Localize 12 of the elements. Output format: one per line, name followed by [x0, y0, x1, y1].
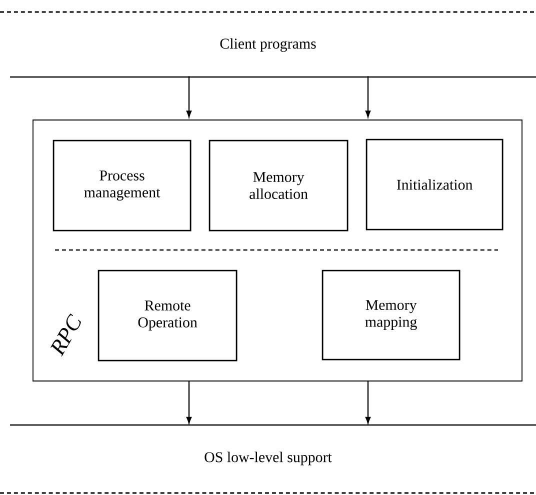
arrow — [186, 76, 192, 118]
band-label: Client programs — [220, 38, 316, 52]
process-box: Process management — [52, 140, 192, 232]
arrow — [186, 381, 192, 424]
arrow — [365, 76, 371, 118]
arrow — [365, 381, 371, 424]
process-box: Memory mapping — [322, 270, 460, 360]
band-label: OS low-level support — [204, 452, 332, 466]
process-box: Remote Operation — [98, 270, 238, 362]
outer-box — [32, 120, 522, 382]
process-box: Memory allocation — [208, 140, 348, 232]
process-box: Initialization — [366, 138, 504, 230]
